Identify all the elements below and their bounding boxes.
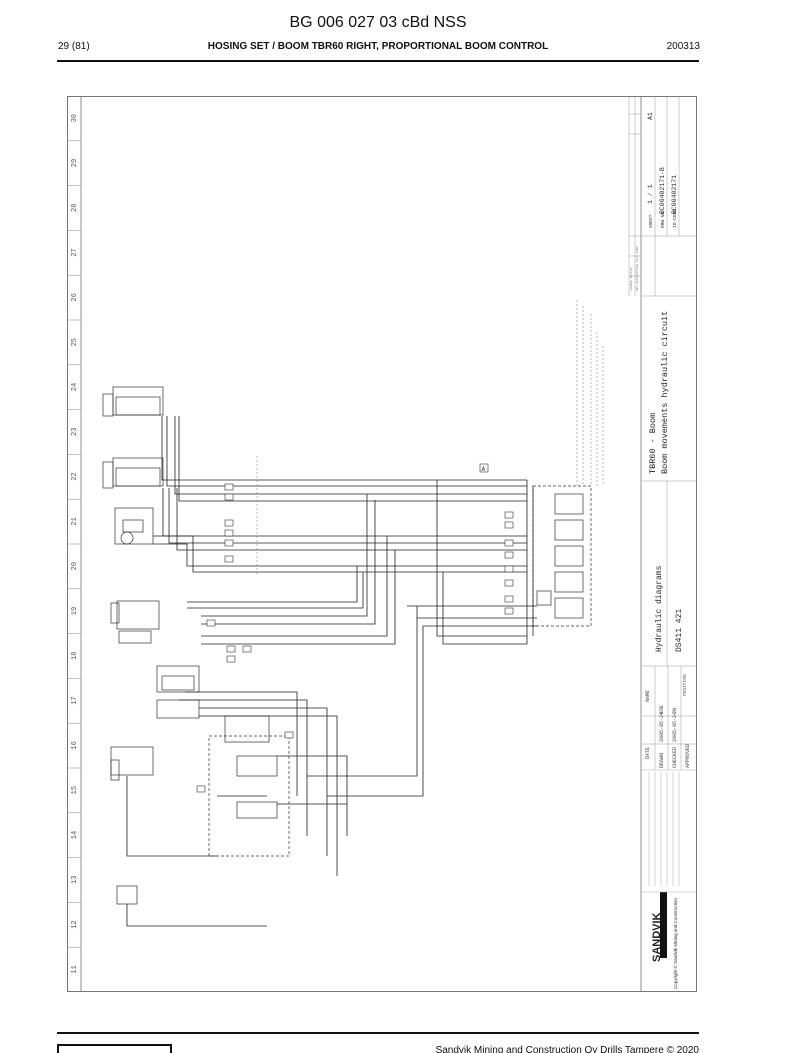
column-number: 22 <box>71 472 79 480</box>
sheet-label: SHEET <box>648 214 654 228</box>
title-block-copyright: Copyright © Sandvik Mining and Construct… <box>672 898 678 989</box>
sheet-number: 1 / 1 <box>647 184 654 204</box>
header-rule <box>57 60 699 62</box>
column-number: 25 <box>71 338 79 346</box>
column-number: 30 <box>71 114 79 122</box>
drawing-marker-box <box>479 463 489 473</box>
column-number: 29 <box>71 159 79 167</box>
column-number: 14 <box>71 831 79 839</box>
document-title: BG 006 027 03 cBd NSS <box>289 14 467 31</box>
column-number: 28 <box>71 204 79 212</box>
date-header: DATE <box>645 747 651 759</box>
checked-label: CHECKED <box>672 747 678 768</box>
hydraulic-diagram: 11 12 13 14 15 16 17 18 19 20 21 22 23 24 25 26 27 28 29 30… <box>67 96 697 992</box>
column-number: 16 <box>71 741 79 749</box>
column-number: 23 <box>71 428 79 436</box>
column-number: 11 <box>71 965 79 973</box>
footer-rule <box>57 1032 699 1034</box>
svg-text:REV DESCRIPTION DATE NAME: REV DESCRIPTION DATE NAME <box>636 246 639 291</box>
column-number: 17 <box>71 696 79 704</box>
drawing-number: BC00402171-B <box>659 167 666 214</box>
column-number: 13 <box>71 876 79 884</box>
section-title: HOSING SET / BOOM TBR60 RIGHT, PROPORTIO… <box>207 41 549 52</box>
footer-copyright: Sandvik Mining and Construction Oy Drill… <box>435 1045 699 1053</box>
diagram-category: Hydraulic diagrams <box>655 565 664 652</box>
column-number: 15 <box>71 786 79 794</box>
drawn-date: 2005-05-24 <box>659 712 665 742</box>
column-number: 24 <box>71 383 79 391</box>
column-number: 20 <box>71 562 79 570</box>
drawing-marker: A <box>482 466 486 473</box>
ident-label: ID-CODE <box>672 209 678 228</box>
drawn-label: DRAWN <box>659 753 665 768</box>
checked-date: 2005-05-24 <box>672 712 678 742</box>
approved-label: APPROVED <box>685 744 691 768</box>
page-number: 29 (81) <box>58 41 90 52</box>
diagram-title-line2: Boom movements hydraulic circuit <box>660 311 670 474</box>
column-number: 12 <box>71 920 79 928</box>
name-header: NAME <box>645 690 651 702</box>
checked-name: JN <box>672 708 678 714</box>
sheet-size: A1 <box>647 112 654 120</box>
gauge-symbol <box>120 531 134 545</box>
ident-code: BC00402171 <box>671 175 678 214</box>
column-number: 21 <box>71 517 79 525</box>
diagram-code-label: POSITION <box>682 674 688 696</box>
drw-no-label: DRW NO <box>660 211 666 228</box>
diagram-title-line1: TBR60 - Boom <box>648 413 658 474</box>
diagram-code: DS411 421 <box>675 609 684 652</box>
brand-bar <box>660 892 667 958</box>
column-number: 27 <box>71 248 79 256</box>
drawn-name: EOE <box>659 705 665 714</box>
column-number: 26 <box>71 293 79 301</box>
column-number: 18 <box>71 652 79 660</box>
footer-logo <box>57 1044 172 1053</box>
document-date: 200313 <box>666 41 700 52</box>
svg-text:CHANGE NOTICE: CHANGE NOTICE <box>630 267 633 291</box>
column-number: 19 <box>71 607 79 615</box>
